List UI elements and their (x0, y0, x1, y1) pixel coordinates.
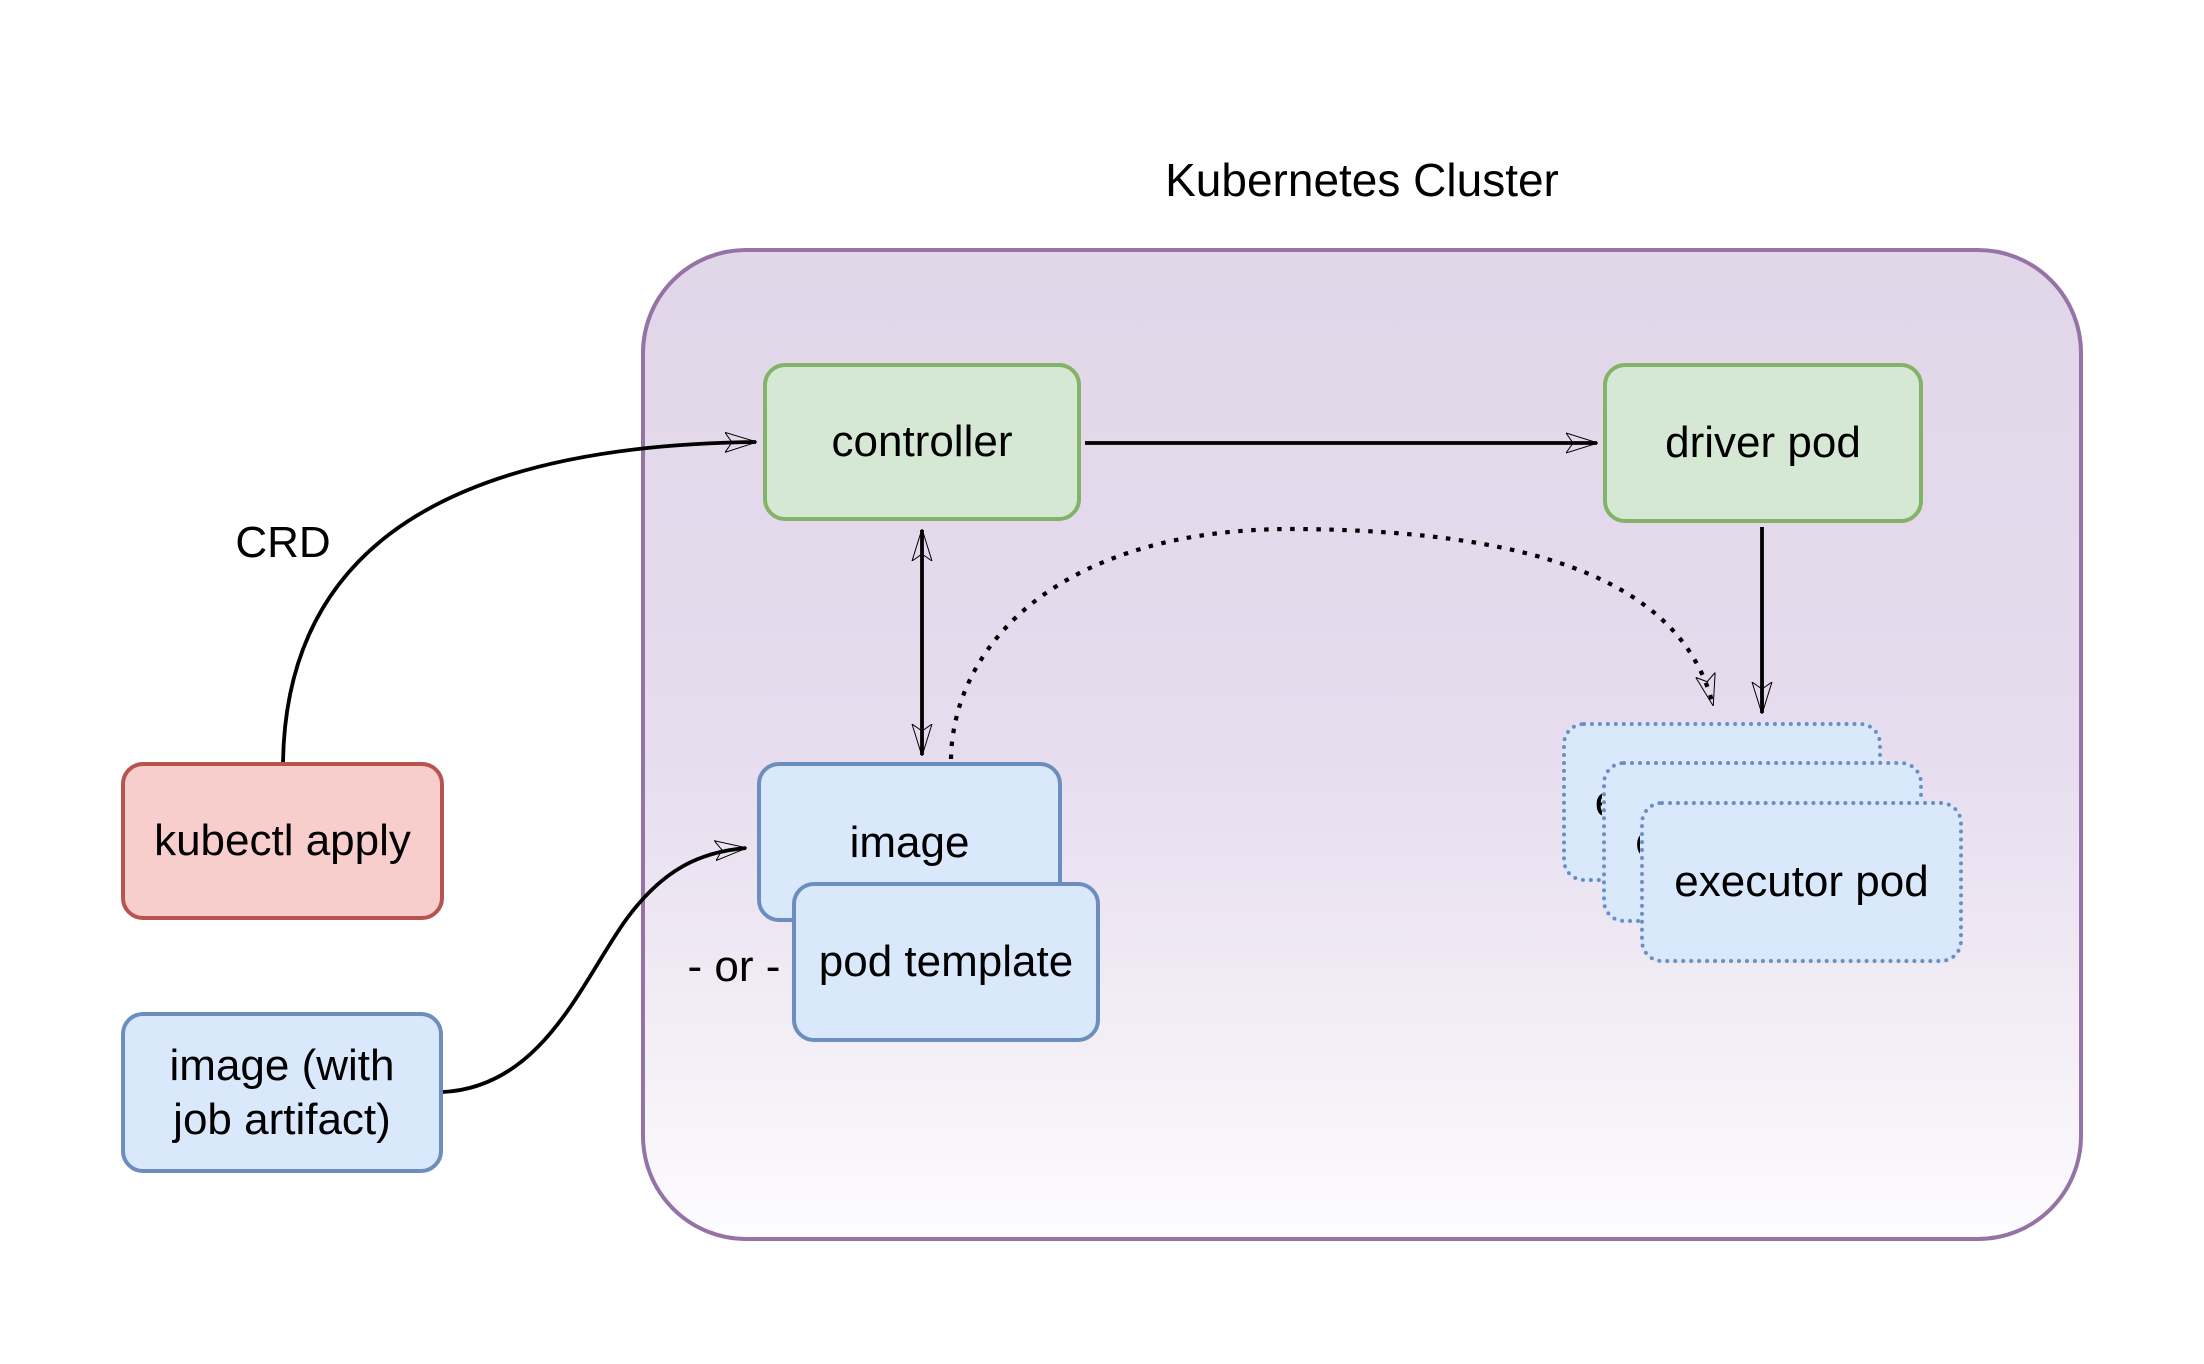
node-image-with-job-artifact-label: image (with job artifact) (169, 1040, 395, 1144)
node-driver-pod-label: driver pod (1665, 418, 1861, 468)
node-kubectl-apply-label: kubectl apply (154, 816, 411, 866)
node-pod-template-label: pod template (818, 937, 1074, 987)
node-image-label: image (849, 818, 970, 867)
node-executor-pod-front: executor pod (1640, 801, 1963, 963)
edge-label-crd: CRD (235, 518, 331, 567)
node-driver-pod: driver pod (1603, 363, 1923, 523)
cluster-title: Kubernetes Cluster (1165, 154, 1559, 206)
node-executor-pod-front-label: executor pod (1674, 857, 1929, 907)
node-controller-label: controller (831, 417, 1013, 467)
node-kubectl-apply: kubectl apply (121, 762, 444, 920)
node-image-with-job-artifact: image (with job artifact) (121, 1012, 443, 1173)
node-controller: controller (763, 363, 1081, 521)
edge-label-or: - or - (687, 942, 781, 991)
node-pod-template: pod template (792, 882, 1100, 1042)
